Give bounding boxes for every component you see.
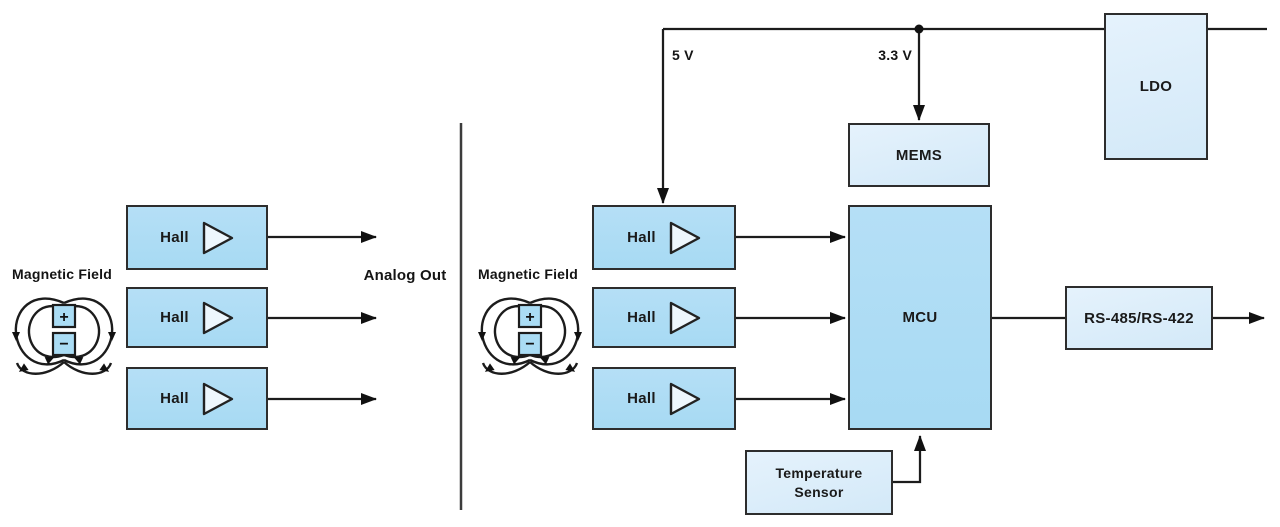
- hall-block-2: Hall: [126, 287, 268, 348]
- field-line-arrowheads: [12, 332, 116, 372]
- mems-block: MEMS: [848, 123, 990, 187]
- temp-to-mcu-arrow: [893, 435, 926, 484]
- amplifier-icon: [669, 301, 701, 334]
- hall-block-1: Hall: [592, 205, 736, 270]
- analog-out-arrows: [268, 231, 377, 405]
- rail-junction-dot: [914, 24, 924, 34]
- analog-out-label: Analog Out: [363, 267, 447, 284]
- mcu-block: MCU: [848, 205, 992, 430]
- field-line-arrowheads: [478, 332, 582, 372]
- amplifier-icon: [202, 382, 234, 415]
- magnetic-field-label: Magnetic Field: [477, 266, 579, 282]
- amplifier-icon: [202, 301, 234, 334]
- temperature-sensor-label-line2: Sensor: [794, 483, 844, 500]
- mems-label: MEMS: [895, 146, 943, 164]
- hall-label: Hall: [627, 390, 656, 407]
- mcu-output-wires: [893, 312, 1265, 484]
- hall-label: Hall: [160, 309, 189, 326]
- ldo-label: LDO: [1139, 78, 1173, 95]
- magnetic-field-label: Magnetic Field: [11, 266, 113, 282]
- hall-block-3: Hall: [126, 367, 268, 430]
- magnet-minus-symbol: −: [525, 336, 534, 353]
- hall-label: Hall: [160, 390, 189, 407]
- hall-block-1: Hall: [126, 205, 268, 270]
- magnet-plus-symbol: +: [59, 309, 68, 326]
- supply-5v-label: 5 V: [672, 47, 694, 63]
- hall-label: Hall: [627, 229, 656, 246]
- hall-to-mcu-arrows: [736, 231, 846, 405]
- magnet-plus-symbol: +: [525, 309, 534, 326]
- hall-block-2: Hall: [592, 287, 736, 348]
- mcu-label: MCU: [902, 309, 938, 326]
- rs485-label: RS-485/RS-422: [1084, 309, 1194, 327]
- amplifier-icon: [669, 221, 701, 254]
- hall-label: Hall: [627, 309, 656, 326]
- magnet-minus-symbol: −: [59, 336, 68, 353]
- amplifier-icon: [669, 382, 701, 415]
- temperature-sensor-label-line1: Temperature: [775, 465, 863, 482]
- hall-label: Hall: [160, 229, 189, 246]
- supply-3v3-label: 3.3 V: [878, 47, 912, 63]
- magnetic-field-icon: + −: [12, 297, 116, 375]
- ldo-block: LDO: [1104, 13, 1208, 160]
- rs485-block: RS-485/RS-422: [1065, 286, 1213, 350]
- magnet-poles: + −: [517, 303, 543, 357]
- temperature-sensor-block: Temperature Sensor: [745, 450, 893, 515]
- amplifier-icon: [202, 221, 234, 254]
- hall-block-3: Hall: [592, 367, 736, 430]
- magnetic-field-icon: + −: [478, 297, 582, 375]
- magnet-poles: + −: [51, 303, 77, 357]
